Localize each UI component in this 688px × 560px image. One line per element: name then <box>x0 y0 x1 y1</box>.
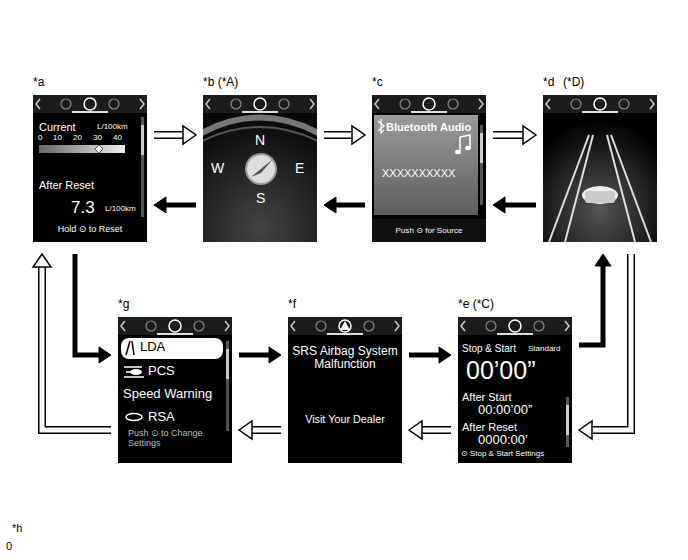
screen-node: CurrentL/100km010203040After Reset7.3L/1… <box>33 75 147 242</box>
screen-text: LDA <box>140 340 165 354</box>
display-screen <box>543 95 657 242</box>
flow-arrow <box>324 126 365 144</box>
screen-node: Bluetooth AudioXXXXXXXXXX Push ⊙ for Sour… <box>372 75 486 242</box>
screen-text: 20 <box>73 134 82 143</box>
screen-node: SRS Airbag System MalfunctionVisit Your … <box>288 297 402 463</box>
flow-arrow <box>579 254 611 345</box>
display-screen: LDA PCS Speed WarningRSA Push ⊙ to Change S… <box>118 317 232 463</box>
screen-text: Bluetooth Audio <box>386 121 471 133</box>
flow-arrow <box>239 347 281 363</box>
screen-text: After Start <box>462 391 512 403</box>
screen-text: XXXXXXXXXX <box>382 167 455 179</box>
screen-callout: *d <box>543 75 554 89</box>
screen-text: Standard <box>528 345 560 354</box>
display-screen: N W E S <box>203 95 317 242</box>
flow-arrow <box>493 197 536 213</box>
screen-text: RSA <box>148 410 175 424</box>
screen-callout: *g <box>118 297 129 311</box>
flow-arrow <box>75 254 111 363</box>
callout-label: 0 <box>6 540 12 552</box>
flow-arrow <box>154 197 196 213</box>
screen-callout: (*D) <box>563 75 584 89</box>
screen-text: N <box>255 133 265 148</box>
display-screen: CurrentL/100km010203040After Reset7.3L/1… <box>33 95 147 242</box>
screen-text: Hold ⊙ to Reset <box>33 225 147 235</box>
screen-node: Stop & Start Standard 00’00” After Start00:… <box>458 297 572 463</box>
screen-callout: *b (*A) <box>203 75 238 89</box>
screen-callout: *a <box>33 75 44 89</box>
flow-arrow <box>579 254 631 439</box>
screen-text: L/100km <box>105 205 136 214</box>
screen-node: N W E S *b (*A) <box>203 75 317 242</box>
screen-text: SRS Airbag System Malfunction <box>292 345 398 371</box>
flow-arrow <box>33 254 111 430</box>
screen-callout: *f <box>288 297 296 311</box>
screen-text: Push ⊙ for Source <box>372 227 486 236</box>
screen-text: Push ⊙ to Change Settings <box>128 429 220 449</box>
screen-text: E <box>295 161 304 176</box>
screen-text: 30 <box>93 134 102 143</box>
screen-node: LDA PCS Speed WarningRSA Push ⊙ to Change S… <box>118 297 232 463</box>
screen-text: 10 <box>53 134 62 143</box>
screen-text: Visit Your Dealer <box>288 414 402 426</box>
screen-node: *d (*D) <box>543 75 657 242</box>
flow-arrow <box>154 126 196 144</box>
screen-art <box>288 317 402 463</box>
flow-arrow <box>409 421 451 439</box>
flow-arrow <box>493 126 536 144</box>
display-screen: Stop & Start Standard 00’00” After Start00:… <box>458 317 572 463</box>
callout-label: *h <box>12 522 22 534</box>
flow-arrow <box>409 347 451 363</box>
screen-text: 00’00” <box>466 357 536 385</box>
screen-text: After Reset <box>462 421 517 433</box>
display-screen: SRS Airbag System MalfunctionVisit Your … <box>288 317 402 463</box>
display-screen: Bluetooth AudioXXXXXXXXXX Push ⊙ for Sour… <box>372 95 486 242</box>
screen-art <box>33 95 147 242</box>
screen-text: S <box>256 191 265 206</box>
screen-callout: *e (*C) <box>458 297 494 311</box>
screen-text: 00:00’00” <box>478 403 532 417</box>
screen-text: 0 <box>38 134 42 143</box>
screen-text: L/100km <box>97 123 128 132</box>
screen-text: 0000:00’ <box>478 433 528 447</box>
flow-arrow <box>324 197 365 213</box>
screen-text: Current <box>39 121 76 133</box>
screen-text: PCS <box>148 364 175 378</box>
flow-arrow <box>239 421 281 439</box>
screen-text: 40 <box>113 134 122 143</box>
screen-text: Speed Warning <box>123 387 212 401</box>
screen-text: W <box>211 161 224 176</box>
screen-text: Stop & Start <box>462 343 516 354</box>
screen-text: 7.3 <box>71 199 95 218</box>
screen-art <box>543 95 657 242</box>
screen-text: ⊙ Stop & Start Settings <box>461 450 544 459</box>
screen-text: After Reset <box>39 179 94 191</box>
screen-callout: *c <box>372 75 383 89</box>
